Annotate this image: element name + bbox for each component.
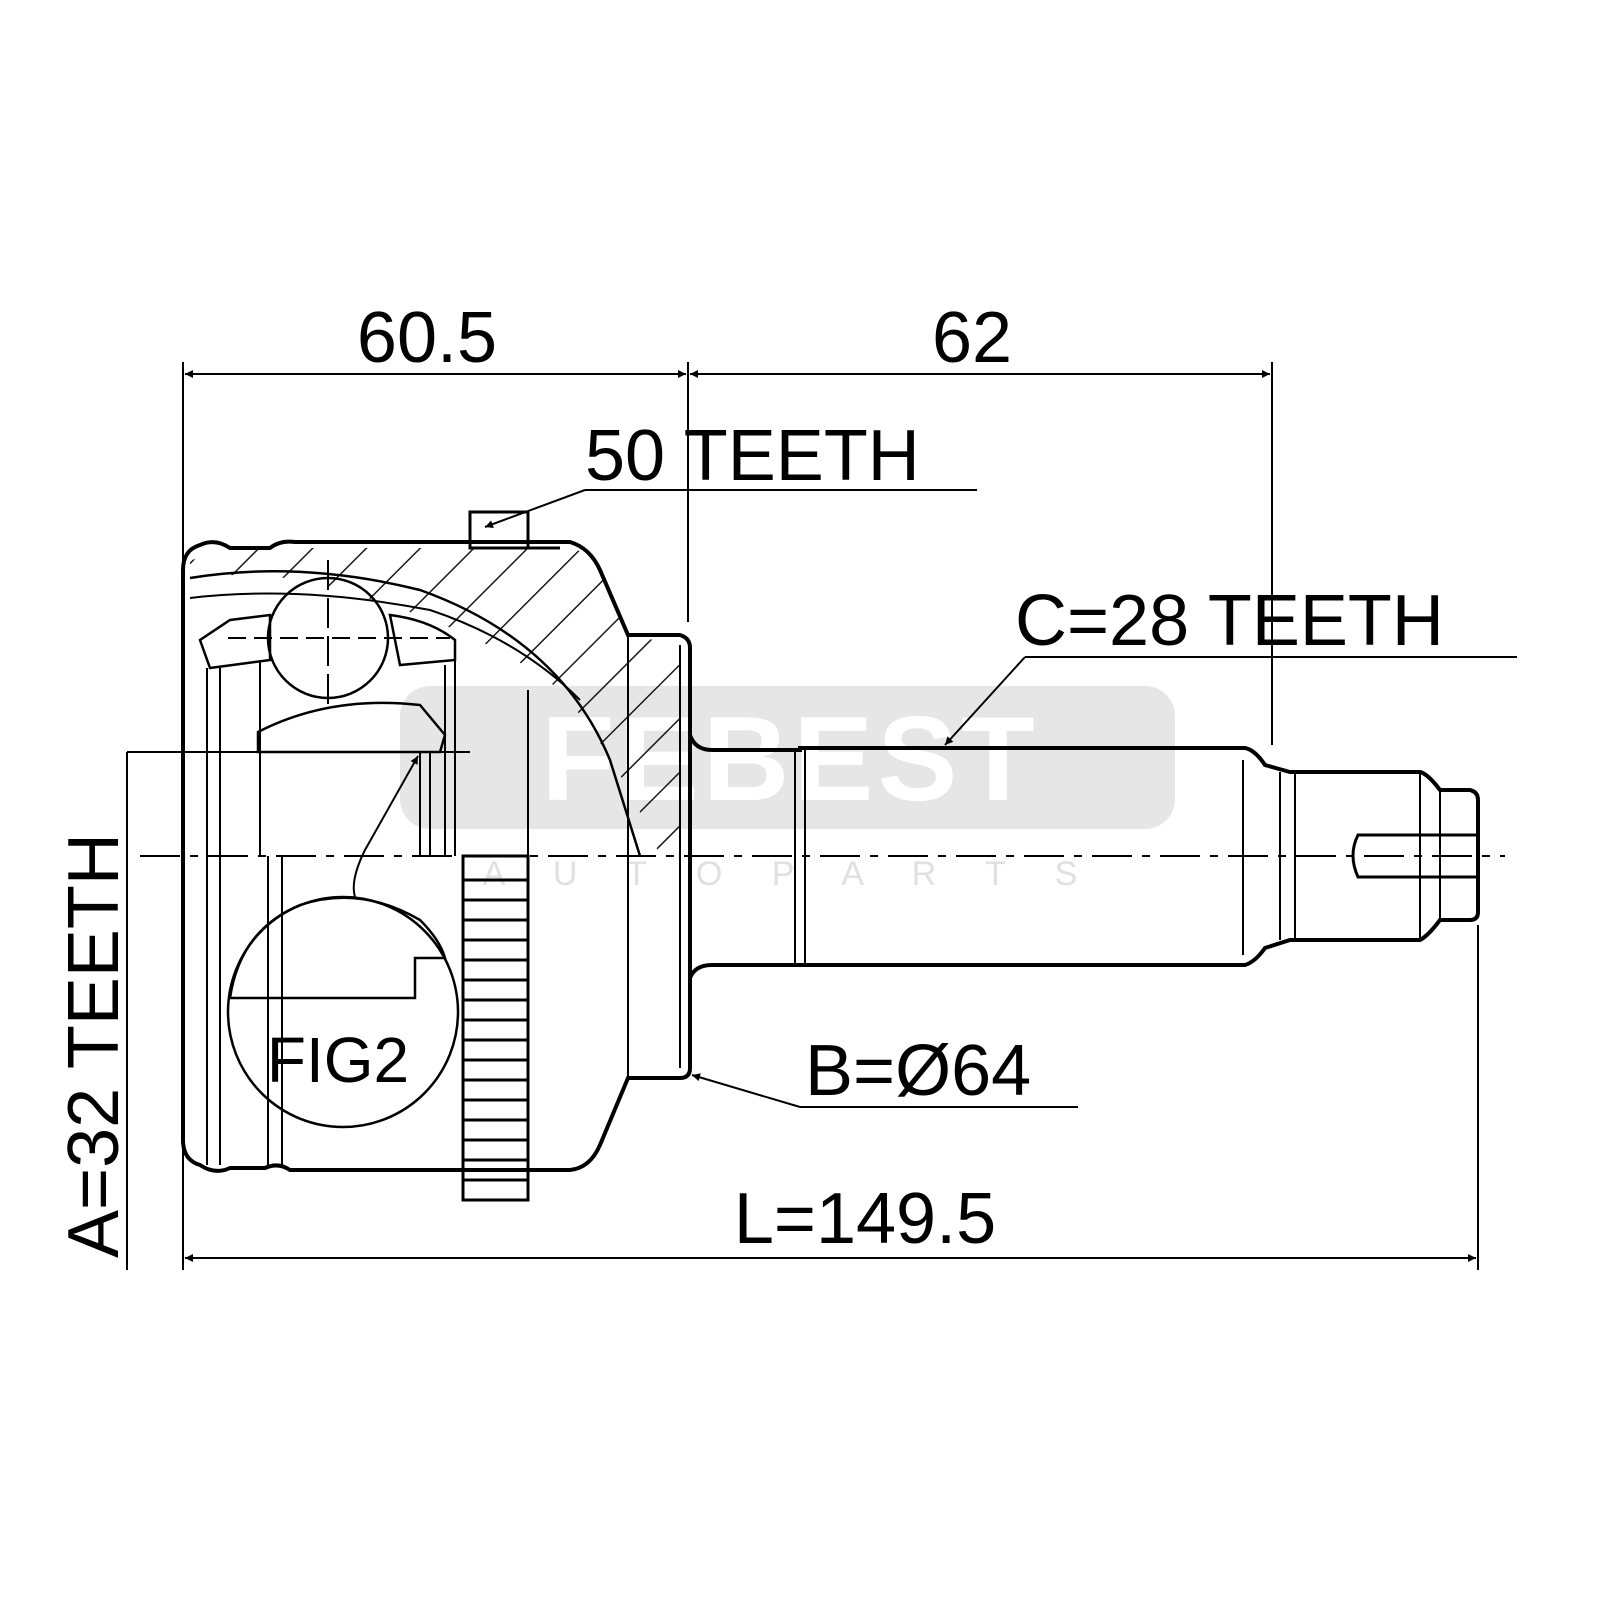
label-50-teeth: 50 TEETH	[585, 416, 920, 496]
abs-tone-ring	[461, 854, 530, 1202]
outer-housing	[181, 510, 692, 1173]
label-c-teeth: C=28 TEETH	[1015, 581, 1444, 661]
ball	[228, 560, 450, 712]
dim-60-5: 60.5	[357, 298, 497, 378]
dim-62: 62	[932, 298, 1012, 378]
watermark: FEBEST A U T O P A R T S	[400, 686, 1175, 893]
dimensions: 60.5 62 L=149.5 50 TEETH C=28 TEETH B=Ø6…	[54, 298, 1517, 1270]
label-a-teeth: A=32 TEETH	[54, 833, 134, 1258]
label-b-diameter: B=Ø64	[805, 1031, 1031, 1111]
watermark-tagline: A U T O P A R T S	[483, 855, 1098, 893]
dim-length: L=149.5	[734, 1179, 996, 1259]
fig2-detail: FIG2	[226, 755, 460, 1129]
fig2-label: FIG2	[267, 1024, 409, 1096]
stub-shaft	[688, 734, 1480, 979]
